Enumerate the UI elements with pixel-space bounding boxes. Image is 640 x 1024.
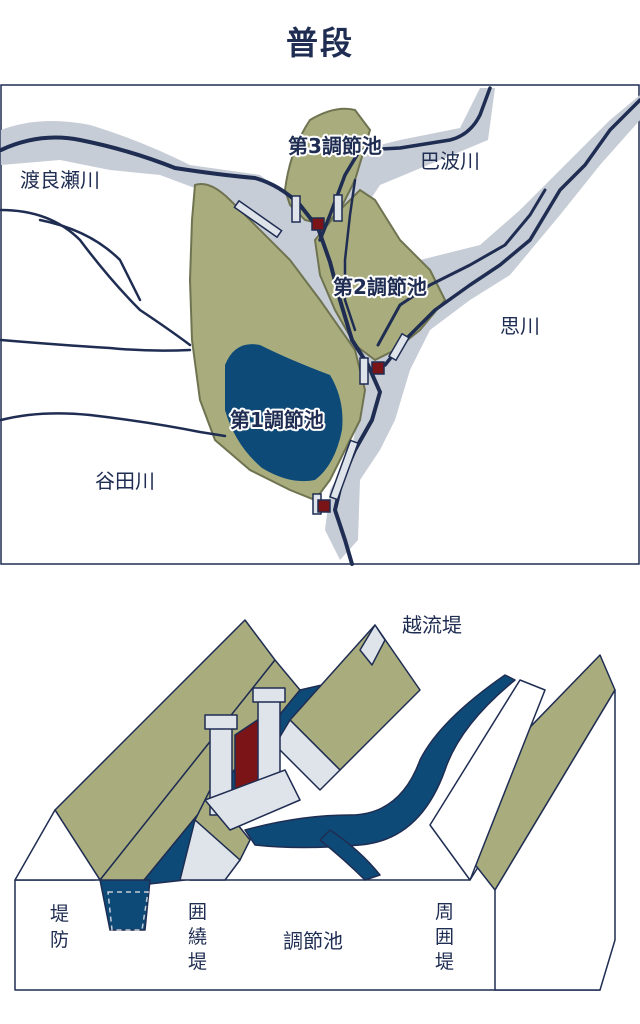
hagawa-river bbox=[318, 86, 492, 242]
watarase-river bbox=[0, 135, 382, 566]
label-peripheral-1: 周 bbox=[435, 901, 454, 923]
side-channel bbox=[376, 188, 547, 347]
label-basin: 調節池 bbox=[283, 929, 343, 953]
pond3-area bbox=[283, 107, 372, 227]
label-overflow-levee: 越流堤 bbox=[402, 613, 462, 637]
gate-pond1 bbox=[317, 499, 331, 513]
gate-pond3 bbox=[311, 217, 325, 231]
label-pond2: 第2調節池 bbox=[333, 275, 427, 299]
label-omoigawa: 思川 bbox=[500, 314, 540, 338]
overflow-weir-cap bbox=[359, 624, 386, 666]
peripheral-levee-side bbox=[494, 689, 616, 991]
gate-pillar-left-cap bbox=[204, 714, 238, 730]
tributary-b bbox=[0, 338, 192, 352]
surround-levee-face bbox=[179, 819, 241, 881]
label-watarase: 渡良瀬川 bbox=[20, 168, 100, 192]
label-peripheral-3: 堤 bbox=[435, 951, 454, 973]
map-diagram: 渡良瀬川 巴波川 思川 谷田川 第3調節池 第2調節池 第1調節池 bbox=[0, 84, 640, 566]
gate-base bbox=[204, 769, 301, 831]
levee-strip-b bbox=[291, 195, 301, 223]
levee-strip-c bbox=[333, 194, 343, 222]
levee-strip-e bbox=[359, 357, 369, 385]
levee-left-face bbox=[14, 809, 101, 881]
levee-strip-a bbox=[233, 199, 283, 239]
pond2-channel bbox=[343, 178, 357, 332]
label-peripheral-2: 囲 bbox=[435, 926, 454, 948]
levee-strip-f bbox=[329, 439, 359, 501]
label-surround-1: 囲 bbox=[188, 901, 207, 923]
gate-pond2 bbox=[371, 361, 385, 375]
omoigawa-river bbox=[383, 98, 640, 367]
levee-strip-d bbox=[388, 332, 410, 362]
tributary-c bbox=[38, 218, 142, 302]
levee-outline-dashed bbox=[107, 891, 149, 931]
label-hagawa: 巴波川 bbox=[420, 149, 480, 173]
label-surround-3: 堤 bbox=[188, 951, 207, 973]
label-pond1: 第1調節池 bbox=[230, 408, 324, 432]
page-title: 普段 bbox=[285, 24, 354, 62]
tributary-a bbox=[0, 208, 192, 347]
basin-channel bbox=[244, 674, 516, 849]
label-levee-2: 防 bbox=[50, 929, 69, 951]
label-surround-2: 繞 bbox=[188, 926, 207, 948]
label-pond3: 第3調節池 bbox=[288, 134, 382, 158]
pond1-lake bbox=[225, 344, 343, 482]
inner-right-slope bbox=[429, 679, 546, 881]
label-levee-1: 堤 bbox=[50, 903, 69, 925]
basin-channel-branch bbox=[319, 829, 381, 881]
gate-pillar-right-cap bbox=[252, 687, 286, 703]
label-yatagawa: 谷田川 bbox=[95, 469, 155, 493]
yatagawa-river bbox=[0, 412, 227, 438]
